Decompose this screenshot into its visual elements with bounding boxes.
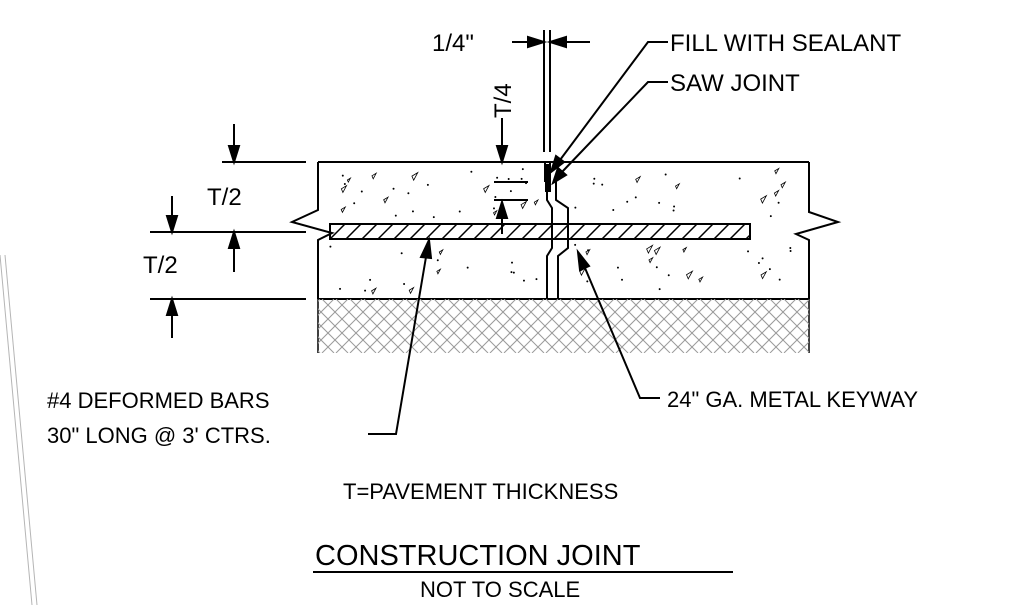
subbase (317, 299, 810, 353)
label-fill-sealant: FILL WITH SEALANT (670, 30, 901, 57)
label-quarter-inch: 1/4" (432, 30, 474, 57)
label-t-quarter: T/4 (490, 83, 517, 118)
leader-deformed-bars (368, 236, 433, 435)
dimension-t-quarter (494, 118, 528, 234)
label-t-half-lower: T/2 (143, 252, 178, 279)
concrete-aggregate (329, 167, 792, 295)
label-keyway: 24" GA. METAL KEYWAY (667, 387, 918, 412)
dimension-t-half (150, 124, 306, 338)
deformed-bar (329, 223, 751, 240)
dimension-quarter-inch (512, 30, 590, 152)
leader-keyway (576, 248, 660, 399)
label-bar-length: 30" LONG @ 3' CTRS. (47, 423, 271, 448)
leader-saw-joint (551, 81, 668, 186)
label-deformed-bars: #4 DEFORMED BARS (47, 388, 270, 413)
label-saw-joint: SAW JOINT (670, 70, 800, 97)
drawing-subtitle: NOT TO SCALE (420, 577, 580, 602)
sheet-border (0, 254, 38, 605)
legend-pavement-thickness: T=PAVEMENT THICKNESS (343, 479, 618, 504)
leader-fill-sealant (549, 41, 668, 175)
drawing-title: CONSTRUCTION JOINT (315, 540, 641, 572)
concrete-slab (289, 161, 842, 300)
label-t-half-upper: T/2 (207, 184, 242, 211)
joint-keyway (544, 162, 569, 299)
